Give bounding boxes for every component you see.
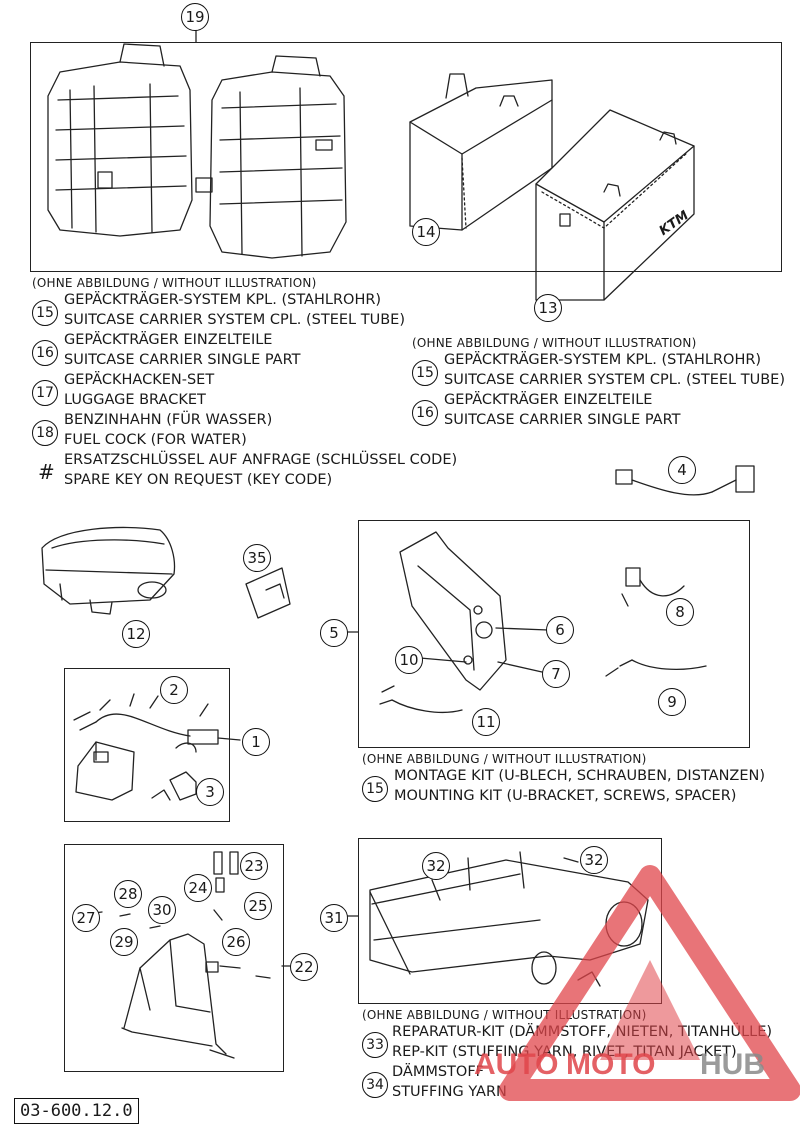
callout-32-left: 32 — [422, 852, 450, 880]
frame-wiring-kit — [64, 668, 230, 822]
legend-left-en-17: LUGGAGE BRACKET — [64, 392, 206, 408]
legend-left-de-17: GEPÄCKHACKEN-SET — [64, 372, 215, 388]
callout-5: 5 — [320, 619, 348, 647]
legend-left-num-15: 15 — [32, 300, 58, 326]
callout-3: 3 — [196, 778, 224, 806]
callout-6: 6 — [546, 616, 574, 644]
callout-12: 12 — [122, 620, 150, 648]
legend-right-num-15: 15 — [412, 360, 438, 386]
legend-left-en-16: SUITCASE CARRIER SINGLE PART — [64, 352, 301, 368]
legend-left-de-16: GEPÄCKTRÄGER EINZELTEILE — [64, 332, 273, 348]
part-35-drawing — [245, 567, 291, 619]
callout-8: 8 — [666, 598, 694, 626]
legend-left-en-18: FUEL COCK (FOR WATER) — [64, 432, 247, 448]
legend-mount-note: (OHNE ABBILDUNG / WITHOUT ILLUSTRATION) — [362, 752, 647, 766]
legend-right-en-16: SUITCASE CARRIER SINGLE PART — [444, 412, 681, 428]
callout-9: 9 — [658, 688, 686, 716]
legend-right-de-15: GEPÄCKTRÄGER-SYSTEM KPL. (STAHLROHR) — [444, 352, 762, 368]
callout-24: 24 — [184, 874, 212, 902]
callout-27: 27 — [72, 904, 100, 932]
wiring-kit-drawing — [73, 693, 241, 801]
legend-left-en-key: SPARE KEY ON REQUEST (KEY CODE) — [64, 472, 333, 488]
legend-mount-en-15: MOUNTING KIT (U-BRACKET, SCREWS, SPACER) — [394, 788, 737, 804]
document-number: 03-600.12.0 — [14, 1098, 139, 1124]
harness-11-drawing — [379, 685, 463, 713]
watermark-text-moto: MOTO — [566, 1048, 656, 1081]
callout-25: 25 — [244, 892, 272, 920]
legend-left-num-17: 17 — [32, 380, 58, 406]
soft-case-left-drawing — [47, 43, 193, 237]
legend-left-de-key: ERSATZSCHLÜSSEL AUF ANFRAGE (SCHLÜSSEL C… — [64, 452, 458, 468]
callout-1: 1 — [242, 728, 270, 756]
legend-left-note: (OHNE ABBILDUNG / WITHOUT ILLUSTRATION) — [32, 276, 317, 290]
legend-exhaust-note: (OHNE ABBILDUNG / WITHOUT ILLUSTRATION) — [362, 1008, 647, 1022]
callout-32-right: 32 — [580, 846, 608, 874]
callout-14: 14 — [412, 218, 440, 246]
callout-26: 26 — [222, 928, 250, 956]
frame-center-stand — [64, 844, 284, 1072]
callout-23: 23 — [240, 852, 268, 880]
mounting-bracket-drawing — [399, 531, 549, 691]
callout-28: 28 — [114, 880, 142, 908]
legend-exhaust-de-34: DÄMMSTOFF — [392, 1064, 485, 1080]
legend-left-de-15: GEPÄCKTRÄGER-SYSTEM KPL. (STAHLROHR) — [64, 292, 382, 308]
callout-35: 35 — [243, 544, 271, 572]
harness-8-drawing — [621, 567, 685, 607]
legend-left-num-16: 16 — [32, 340, 58, 366]
legend-exhaust-en-34: STUFFING YARN — [392, 1084, 507, 1100]
callout-31: 31 — [320, 904, 348, 932]
legend-exhaust-num-33: 33 — [362, 1032, 388, 1058]
callout-2: 2 — [160, 676, 188, 704]
callout-11: 11 — [472, 708, 500, 736]
legend-right-note: (OHNE ABBILDUNG / WITHOUT ILLUSTRATION) — [412, 336, 697, 350]
watermark-text-hub: HUB — [700, 1048, 765, 1081]
harness-9-drawing — [605, 659, 707, 677]
callout-29: 29 — [110, 928, 138, 956]
legend-right-num-16: 16 — [412, 400, 438, 426]
legend-right-en-15: SUITCASE CARRIER SYSTEM CPL. (STEEL TUBE… — [444, 372, 785, 388]
legend-mount-num-15: 15 — [362, 776, 388, 802]
seat-12-drawing — [41, 526, 176, 615]
legend-mount-de-15: MONTAGE KIT (U-BLECH, SCHRAUBEN, DISTANZ… — [394, 768, 766, 784]
callout-10: 10 — [395, 646, 423, 674]
frame-exhaust — [358, 838, 662, 1004]
watermark-text-auto: AUTO — [474, 1048, 559, 1081]
soft-case-right-drawing — [195, 55, 347, 259]
legend-left-en-15: SUITCASE CARRIER SYSTEM CPL. (STEEL TUBE… — [64, 312, 405, 328]
frame-soft-cases — [30, 42, 782, 272]
legend-exhaust-num-34: 34 — [362, 1072, 388, 1098]
legend-left-de-18: BENZINHAHN (FÜR WASSER) — [64, 412, 273, 428]
callout-4: 4 — [668, 456, 696, 484]
callout-22: 22 — [290, 953, 318, 981]
callout-13: 13 — [534, 294, 562, 322]
frame-mounting-kit — [358, 520, 750, 748]
legend-right-de-16: GEPÄCKTRÄGER EINZELTEILE — [444, 392, 653, 408]
callout-7: 7 — [542, 660, 570, 688]
legend-left-hash: # — [38, 460, 55, 484]
callout-19: 19 — [181, 3, 209, 31]
callout-30: 30 — [148, 896, 176, 924]
legend-left-num-18: 18 — [32, 420, 58, 446]
